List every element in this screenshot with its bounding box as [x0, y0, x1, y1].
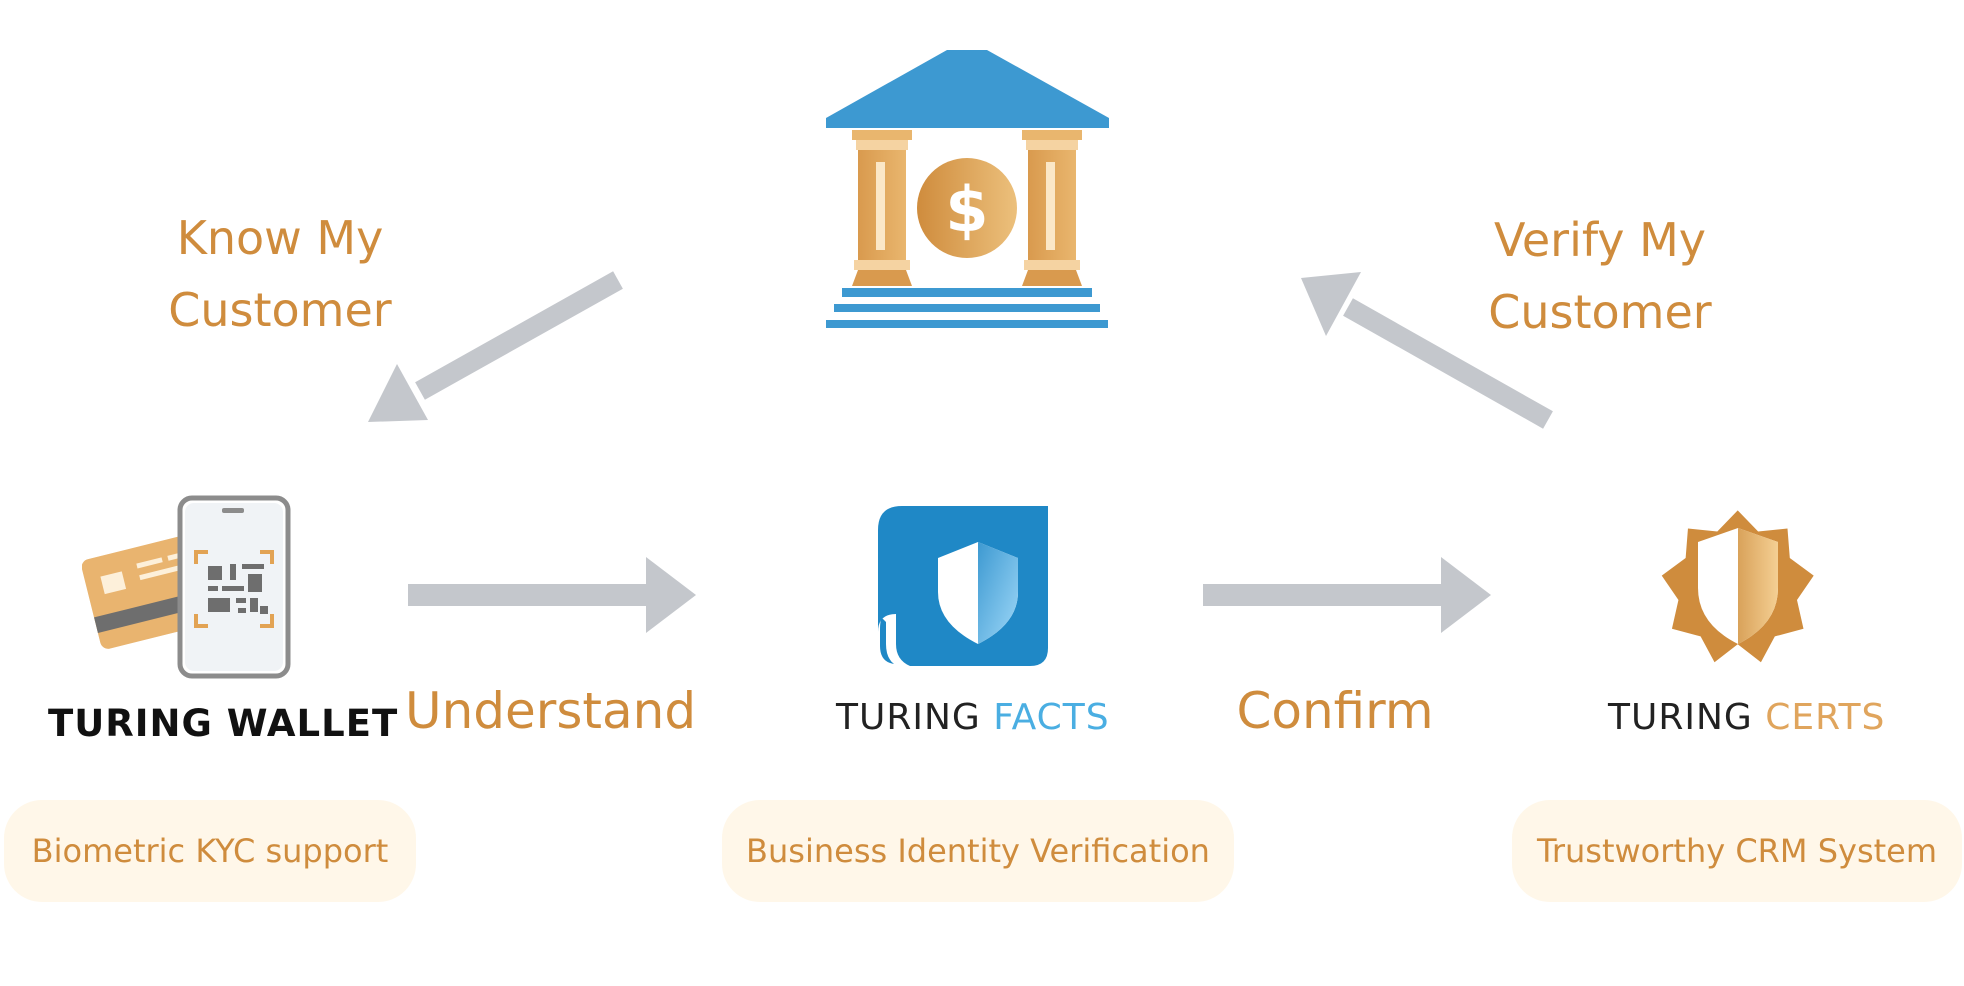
turing-certs-prefix: TURING — [1608, 697, 1753, 738]
verify-my-customer-label: Verify My Customer — [1488, 213, 1712, 339]
turing-facts-name: TURING FACTS — [836, 697, 1110, 738]
pill-biometric-kyc-text: Biometric KYC support — [31, 832, 389, 870]
phone-card-qr-icon — [82, 494, 302, 680]
pill-business-identity: Business Identity Verification — [722, 800, 1234, 902]
understand-label: Understand — [405, 682, 697, 740]
confirm-label: Confirm — [1236, 682, 1434, 740]
bank-dollar-icon: $ — [824, 48, 1110, 334]
turing-facts-prefix: TURING — [836, 697, 981, 738]
arrow-wallet-to-facts — [408, 555, 700, 635]
turing-facts-accent: FACTS — [993, 697, 1110, 738]
turing-certs-accent: CERTS — [1765, 697, 1886, 738]
pill-trustworthy-crm-text: Trustworthy CRM System — [1536, 832, 1938, 870]
shield-document-icon — [878, 506, 1050, 668]
know-my-customer-label: Know My Customer — [168, 211, 392, 337]
arrow-certs-to-bank — [1290, 268, 1560, 438]
shield-badge-icon — [1646, 496, 1830, 680]
turing-wallet-name: TURING WALLET — [48, 702, 399, 745]
pill-business-identity-text: Business Identity Verification — [746, 832, 1210, 870]
turing-certs-name: TURING CERTS — [1608, 697, 1885, 738]
svg-text:$: $ — [945, 173, 988, 246]
arrow-bank-to-wallet — [360, 262, 630, 432]
pill-biometric-kyc: Biometric KYC support — [4, 800, 416, 902]
arrow-facts-to-certs — [1203, 555, 1495, 635]
pill-trustworthy-crm: Trustworthy CRM System — [1512, 800, 1962, 902]
